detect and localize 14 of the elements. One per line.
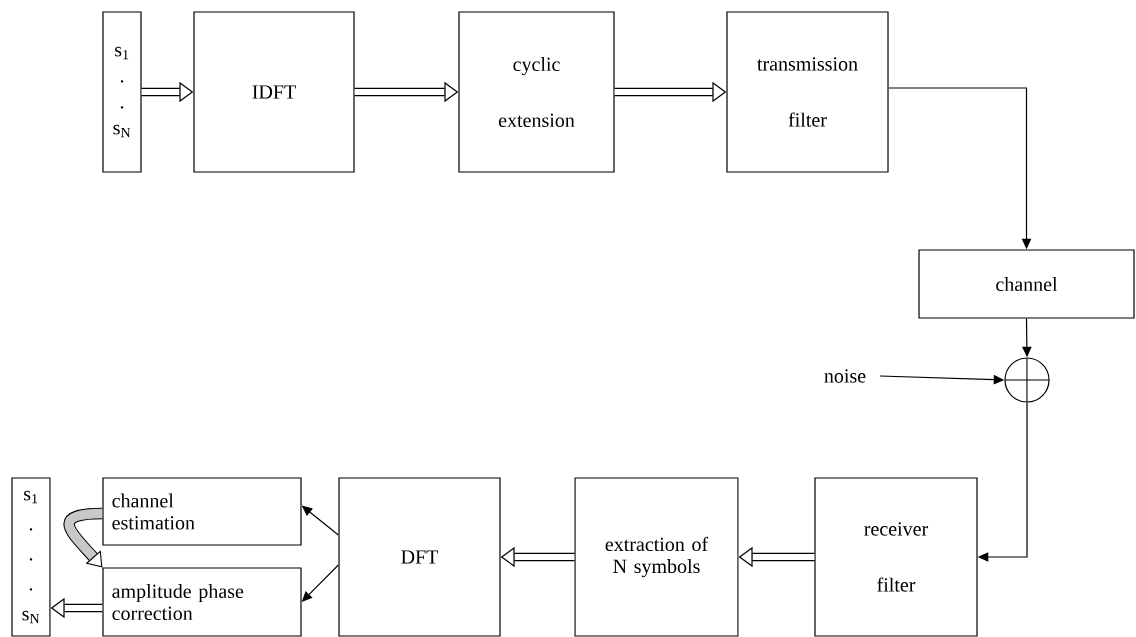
curved-arrow: [63, 507, 103, 568]
output-vector-box: s$_{1}$ . . . s$_{N}$: [11, 477, 51, 637]
process-box: cyclic extension: [458, 11, 615, 173]
process-box: IDFT: [193, 11, 355, 173]
process-box: transmission filter: [726, 11, 889, 173]
channel-box: channel: [918, 249, 1135, 319]
input-vector-box: s$_{1}$ . . s$_{N}$: [102, 11, 142, 173]
process-box: channel estimation: [102, 477, 302, 546]
process-box: extraction of N symbols: [574, 477, 739, 637]
process-box: amplitude phase correction: [102, 567, 302, 637]
process-box: receiver filter: [814, 477, 978, 637]
adder-circle: [1004, 357, 1050, 403]
process-box: DFT: [338, 477, 501, 637]
noise-label: noise: [824, 369, 866, 383]
